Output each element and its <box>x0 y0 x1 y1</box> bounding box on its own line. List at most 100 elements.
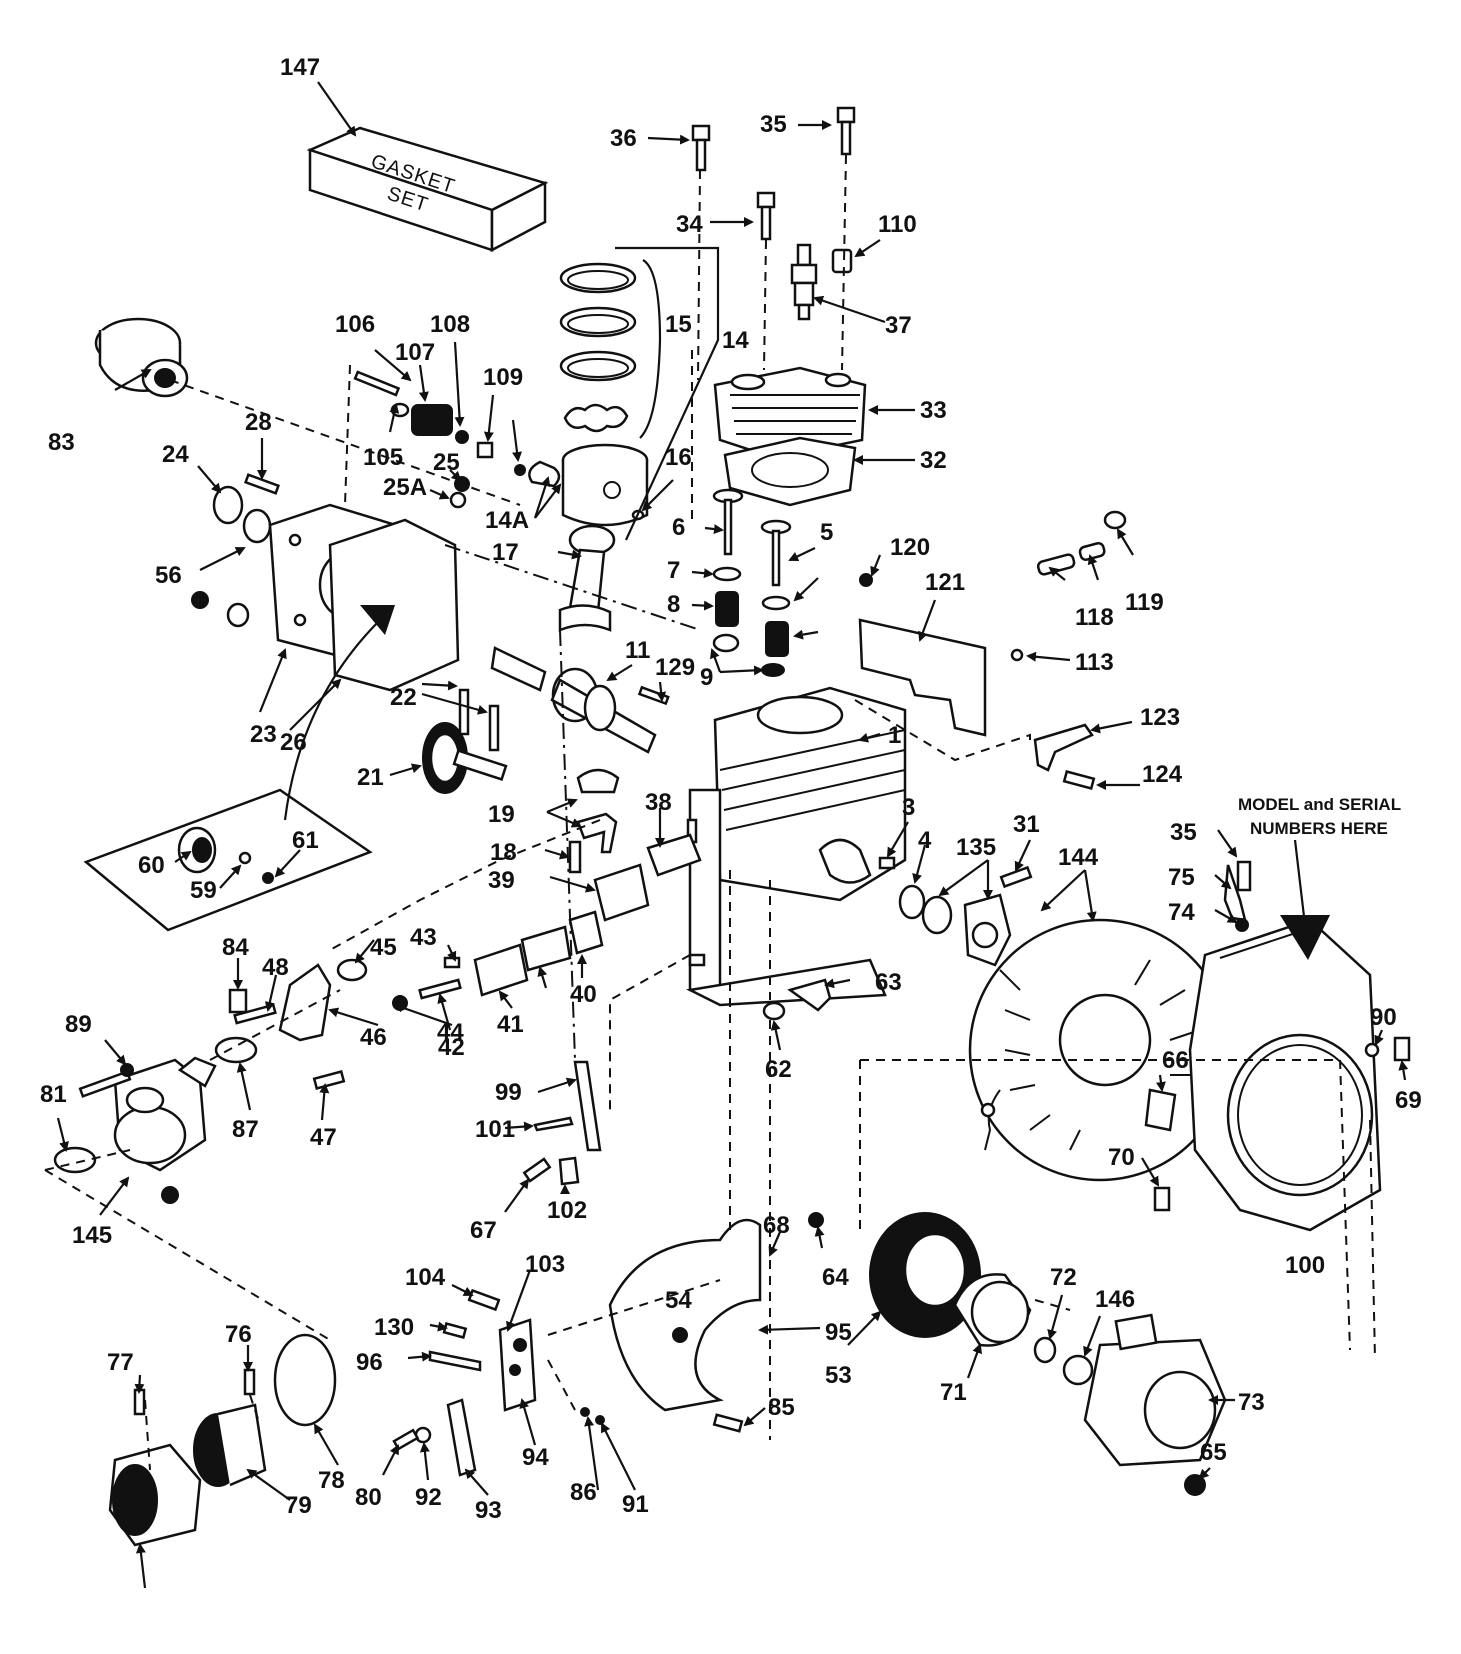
breather-stud <box>353 370 401 397</box>
control-bracket <box>498 1318 537 1412</box>
head-bolt-34 <box>756 191 776 241</box>
callout: 48 <box>262 954 289 981</box>
intake-gasket-87 <box>214 1036 258 1064</box>
breather-39 <box>593 863 650 922</box>
callout: 33 <box>920 397 947 424</box>
callout: 44 <box>437 1019 464 1046</box>
parts-layer: GASKET SET <box>53 106 1411 1547</box>
callout: 36 <box>610 125 637 152</box>
nut-72 <box>1062 1354 1094 1386</box>
screw-86 <box>595 1415 605 1425</box>
callout: 68 <box>763 1212 790 1239</box>
head-gasket <box>723 436 857 507</box>
washer-90 <box>1364 1042 1380 1058</box>
callout: 81 <box>40 1081 67 1108</box>
callout: 66 <box>1162 1047 1189 1074</box>
callout: 31 <box>1013 811 1040 838</box>
screw-113 <box>1010 648 1024 662</box>
link-99 <box>533 1116 574 1132</box>
washer-62 <box>762 1001 786 1021</box>
screw-84 <box>228 988 248 1014</box>
starter-cup <box>953 1273 1032 1347</box>
breather-screw-3b <box>688 953 706 967</box>
valve-seat-9a <box>712 633 740 653</box>
washer-25a-b <box>226 602 250 628</box>
callout: 100 <box>1285 1252 1325 1279</box>
crankshaft <box>490 646 657 754</box>
callout: 40 <box>570 981 597 1008</box>
clamp-119 <box>1103 510 1127 530</box>
callout: 85 <box>768 1394 795 1421</box>
screw-124 <box>1062 770 1096 790</box>
callout: 7 <box>667 557 680 584</box>
tappet-a <box>458 688 470 736</box>
note-line-1: MODEL and SERIAL <box>1238 795 1401 814</box>
washer-25a <box>449 491 467 509</box>
screw-18 <box>568 840 582 874</box>
callout: 102 <box>547 1197 587 1224</box>
cylinder-shield <box>858 618 987 737</box>
fitting-25b <box>191 591 209 609</box>
callout: 108 <box>430 311 470 338</box>
model-serial-note: MODEL and SERIAL NUMBERS HERE <box>1238 795 1401 838</box>
callout: 17 <box>492 539 519 566</box>
seal-108b <box>514 464 526 476</box>
callout: 91 <box>622 1491 649 1518</box>
screw-120 <box>859 573 873 587</box>
head-gasket-bore <box>751 452 829 488</box>
spacer-110 <box>831 248 853 274</box>
screw-77 <box>243 1368 256 1396</box>
valve-5 <box>760 519 792 587</box>
callout: 41 <box>497 1011 524 1038</box>
callout: 93 <box>475 1497 502 1524</box>
callout: 38 <box>645 789 672 816</box>
callout: 76 <box>225 1321 252 1348</box>
callout: 25 <box>433 449 460 476</box>
gasket-81 <box>53 1146 97 1174</box>
callout: 74 <box>1168 899 1195 926</box>
callout: 147 <box>280 54 320 81</box>
governor-lever-100 <box>573 1060 602 1152</box>
callout: 14 <box>722 327 749 354</box>
breather-cover-41 <box>473 943 529 997</box>
callout: 99 <box>495 1079 522 1106</box>
callout: 83 <box>48 429 75 456</box>
valve-6 <box>712 488 744 556</box>
callout: 65 <box>1200 1439 1227 1466</box>
callout: 118 <box>1075 604 1114 631</box>
callout: 67 <box>470 1217 497 1244</box>
callout: 54 <box>665 1287 692 1314</box>
valve-seat-9b <box>761 663 785 677</box>
callout: 60 <box>138 852 165 879</box>
note-line-2: NUMBERS HERE <box>1250 819 1388 838</box>
callout: 39 <box>488 867 515 894</box>
head-bolt-36 <box>691 124 711 172</box>
callout: 90 <box>1370 1004 1397 1031</box>
piston-pin <box>528 460 561 488</box>
clamp-101 <box>558 1156 580 1186</box>
cylinder-shroud <box>608 1218 762 1412</box>
callout: 25A <box>383 474 427 501</box>
muffler-79 <box>108 1443 202 1547</box>
screw-102 <box>522 1157 552 1183</box>
breather-gasket-38b <box>520 925 572 972</box>
callout: 43 <box>410 924 437 951</box>
callout: 63 <box>875 969 902 996</box>
callout: 121 <box>925 569 965 596</box>
callout: 94 <box>522 1444 549 1471</box>
callout: 64 <box>822 1264 849 1291</box>
screw-31 <box>999 865 1033 889</box>
callout: 80 <box>355 1484 382 1511</box>
screw-80 <box>133 1388 146 1416</box>
callout: 1 <box>888 722 901 749</box>
inset-panel <box>83 605 395 932</box>
callout: 70 <box>1108 1144 1135 1171</box>
linkage-63 <box>787 978 832 1012</box>
callout: 24 <box>162 441 189 468</box>
gasket-45 <box>336 958 368 982</box>
callout: 46 <box>360 1024 387 1051</box>
callout: 53 <box>825 1362 852 1389</box>
callout: 144 <box>1058 844 1099 871</box>
piston <box>561 443 649 527</box>
callout: 124 <box>1142 761 1183 788</box>
